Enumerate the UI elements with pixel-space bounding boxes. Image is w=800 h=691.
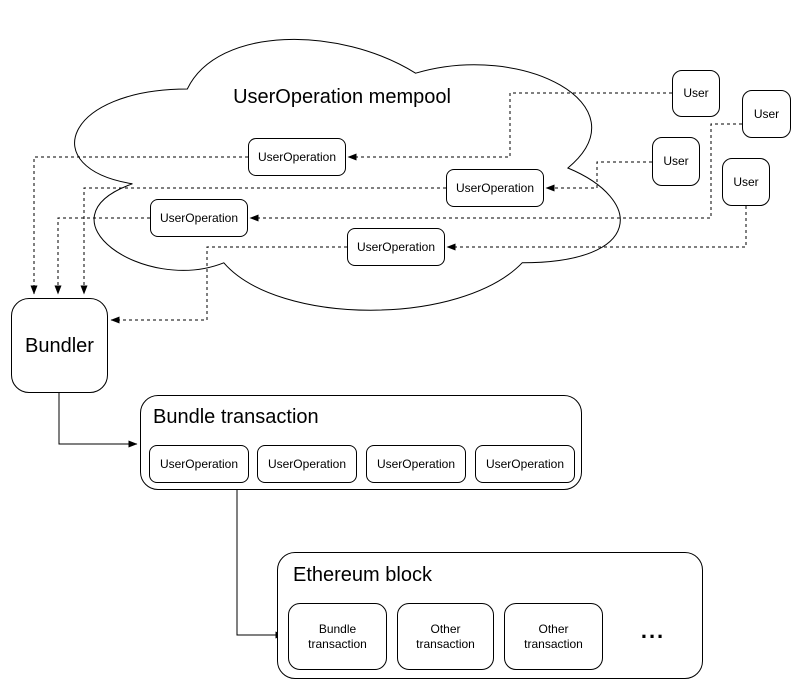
eth-tx-other-1: Other transaction [397, 603, 494, 670]
edge-user4-to-userop4 [446, 206, 747, 251]
user-node-3: User [652, 137, 700, 186]
user-node-4: User [722, 158, 770, 206]
bundle-userop-2: UserOperation [257, 445, 357, 483]
edge-user1-to-userop1 [347, 92, 672, 161]
userop-node-3: UserOperation [150, 199, 248, 237]
bundler-node: Bundler [11, 298, 108, 393]
edge-user3-to-userop2 [545, 161, 652, 192]
bundle-transaction-container: Bundle transaction UserOperation UserOpe… [140, 395, 582, 490]
ethereum-block-container: Ethereum block Bundle transaction Other … [277, 552, 703, 679]
edge-userop2-to-bundler [80, 187, 446, 295]
more-transactions-ellipsis: ... [640, 618, 666, 644]
bundle-userop-3: UserOperation [366, 445, 466, 483]
mempool-title: UserOperation mempool [233, 86, 451, 108]
userop-node-1: UserOperation [248, 138, 346, 176]
user-node-2: User [742, 90, 791, 138]
edge-bundle-transaction-to-ethereum-block [236, 490, 285, 639]
edge-bundler-to-bundle-transaction [58, 393, 138, 448]
edge-user2-to-userop3 [249, 123, 742, 222]
ethereum-block-title: Ethereum block [293, 564, 432, 586]
eth-tx-other-2: Other transaction [504, 603, 603, 670]
userop-node-4: UserOperation [347, 228, 445, 266]
bundle-userop-4: UserOperation [475, 445, 575, 483]
userop-node-2: UserOperation [446, 169, 544, 207]
edge-userop3-to-bundler [54, 217, 150, 295]
bundle-userop-1: UserOperation [149, 445, 249, 483]
bundle-transaction-title: Bundle transaction [153, 406, 319, 428]
mempool-cloud-shape [74, 38, 621, 311]
eth-tx-bundle: Bundle transaction [288, 603, 387, 670]
edge-userop4-to-bundler [110, 246, 347, 324]
user-node-1: User [672, 70, 720, 117]
